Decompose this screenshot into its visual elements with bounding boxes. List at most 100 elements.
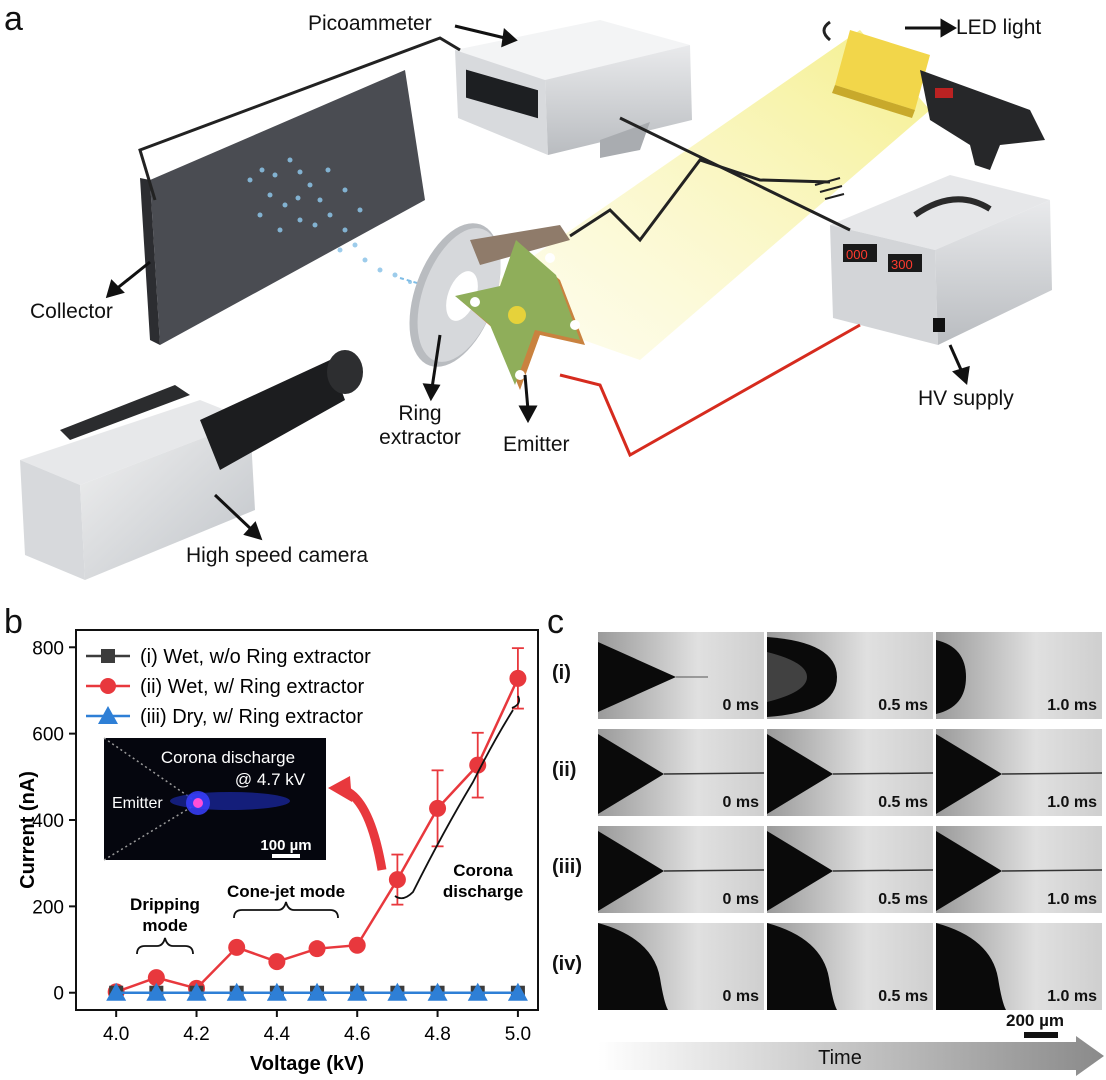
- frame-time-label: 0.5 ms: [878, 697, 928, 714]
- frame-image: 1.0 ms: [936, 729, 1102, 816]
- data-point: [307, 982, 328, 1001]
- hv-wire: [559, 323, 861, 458]
- frame-image: 0.5 ms: [767, 826, 933, 913]
- label-hv-supply: HV supply: [918, 387, 1014, 410]
- x-tick-label: 4.4: [264, 1024, 291, 1045]
- frame-time-label: 1.0 ms: [1047, 891, 1097, 908]
- x-tick-label: 5.0: [505, 1024, 531, 1045]
- data-point: [146, 982, 167, 1001]
- legend-marker-iii: [98, 706, 118, 724]
- inset-emitter-label: Emitter: [112, 795, 163, 812]
- inset-scale-bar: [272, 854, 300, 858]
- legend-label-iii: (iii) Dry, w/ Ring extractor: [140, 706, 363, 728]
- y-tick-label: 400: [32, 811, 64, 832]
- collector: [140, 70, 442, 345]
- label-camera: High speed camera: [186, 544, 369, 567]
- data-point: [427, 982, 448, 1001]
- x-axis-label: Voltage (kV): [250, 1053, 364, 1075]
- setup-illustration: 000 300: [20, 18, 1052, 580]
- frame-image: 0 ms: [598, 632, 764, 719]
- frames-scale-bar: [1024, 1032, 1058, 1038]
- data-point: [186, 982, 207, 1001]
- data-point: [388, 871, 406, 889]
- data-point: [266, 982, 287, 1001]
- annotation-dripping-line2: mode: [142, 916, 187, 935]
- data-point: [429, 799, 447, 817]
- label-picoammeter: Picoammeter: [308, 12, 432, 35]
- hv-display-right: 300: [891, 257, 913, 272]
- label-emitter: Emitter: [503, 433, 570, 456]
- panel-letter-b: b: [4, 603, 23, 641]
- annotations: Dripping mode Cone-jet mode Corona disch…: [130, 695, 523, 955]
- frame-time-label: 1.0 ms: [1047, 988, 1097, 1005]
- time-arrow: Time: [598, 1036, 1104, 1076]
- led-light-device: [822, 20, 1045, 170]
- data-point: [268, 953, 286, 971]
- frame-image: 0.5 ms: [767, 632, 933, 719]
- frame-time-label: 0.5 ms: [878, 891, 928, 908]
- frame-image: 1.0 ms: [936, 923, 1102, 1010]
- time-arrow-label: Time: [818, 1047, 862, 1069]
- y-tick-label: 0: [53, 984, 64, 1005]
- x-tick-label: 4.6: [344, 1024, 370, 1045]
- data-point: [147, 969, 165, 987]
- frame-image: 0.5 ms: [767, 923, 933, 1010]
- frame-image: 0 ms: [598, 826, 764, 913]
- inset-title-line2: @ 4.7 kV: [235, 770, 306, 789]
- label-collector: Collector: [30, 300, 113, 323]
- frame-image: 0 ms: [598, 923, 764, 1010]
- frame-time-label: 1.0 ms: [1047, 794, 1097, 811]
- panel-letter-a: a: [4, 0, 23, 38]
- frames-scale-bar-label: 200 µm: [1006, 1011, 1064, 1030]
- frame-image: 0 ms: [598, 729, 764, 816]
- annotation-cone-jet: Cone-jet mode: [227, 882, 345, 901]
- inset-pointer-arrow: [341, 785, 387, 871]
- x-tick-label: 4.8: [424, 1024, 450, 1045]
- y-tick-label: 200: [32, 897, 64, 918]
- hv-supply-device: 000 300: [830, 175, 1052, 345]
- frame-time-label: 0.5 ms: [878, 988, 928, 1005]
- annotation-corona-line1: Corona: [453, 861, 513, 880]
- frame-time-label: 0 ms: [722, 988, 759, 1005]
- frame-row-label: (i): [552, 662, 571, 684]
- x-tick-label: 4.0: [103, 1024, 129, 1045]
- ground-wire-hv: [619, 116, 851, 232]
- data-point: [226, 982, 247, 1001]
- inset-scale-bar-label: 100 µm: [260, 837, 311, 854]
- label-led-light: LED light: [956, 16, 1042, 39]
- corona-inset: Corona discharge @ 4.7 kV Emitter 100 µm: [103, 737, 326, 861]
- frame-image: 1.0 ms: [936, 826, 1102, 913]
- data-point: [308, 940, 326, 958]
- data-point: [228, 938, 246, 956]
- frame-time-label: 0 ms: [722, 697, 759, 714]
- inset-title-line1: Corona discharge: [161, 748, 295, 767]
- frame-image: 0.5 ms: [767, 729, 933, 816]
- hv-display-left: 000: [846, 247, 868, 262]
- data-point: [509, 669, 527, 687]
- annotation-dripping-line1: Dripping: [130, 895, 200, 914]
- label-ring-extractor: Ring extractor: [379, 402, 461, 450]
- y-tick-label: 800: [32, 638, 64, 659]
- panel-letter-c: c: [547, 603, 564, 641]
- data-point: [348, 936, 366, 954]
- emitter-board: [455, 240, 585, 390]
- annotation-corona-line2: discharge: [443, 882, 523, 901]
- data-point: [467, 982, 488, 1001]
- legend-marker-ii: [100, 678, 116, 694]
- frame-image: 1.0 ms: [936, 632, 1102, 719]
- picoammeter-device: [455, 20, 692, 158]
- chart-series: [106, 647, 528, 1001]
- led-beam: [470, 30, 930, 360]
- legend-label-ii: (ii) Wet, w/ Ring extractor: [140, 676, 364, 698]
- high-speed-camera: [20, 350, 363, 580]
- frame-row-label: (iv): [552, 953, 582, 975]
- ground-wire-collector: [138, 36, 461, 201]
- frame-time-label: 1.0 ms: [1047, 697, 1097, 714]
- legend-marker-i: [101, 649, 115, 663]
- legend: (i) Wet, w/o Ring extractor (ii) Wet, w/…: [86, 646, 371, 728]
- ground-wire-ring: [569, 158, 831, 243]
- data-point: [469, 756, 487, 774]
- frame-time-label: 0.5 ms: [878, 794, 928, 811]
